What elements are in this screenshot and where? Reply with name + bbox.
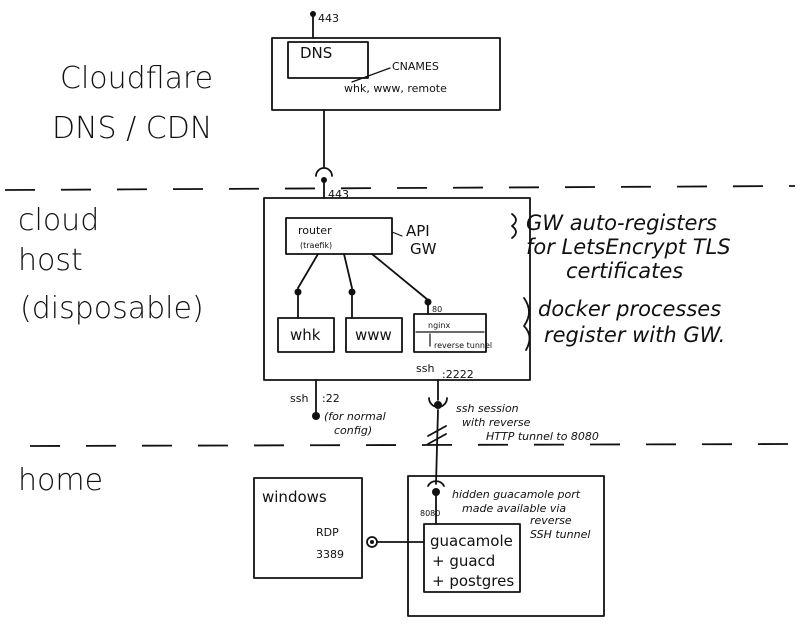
zone-label-cloudflare-sub: DNS / CDN	[52, 111, 212, 146]
cnames-title: CNAMES	[392, 60, 439, 73]
docker-note-brace	[523, 297, 531, 351]
www-port-dot	[348, 288, 356, 296]
ssh-normal-port: :22	[322, 392, 340, 405]
ssh-normal-note-1: (for normal	[324, 410, 386, 423]
nginx-port-dot	[424, 298, 432, 306]
dns-box	[287, 41, 369, 79]
ssh-tunnel-dot	[434, 401, 442, 409]
docker-note-line-2: register with GW.	[544, 323, 725, 347]
cnames-list: whk, www, remote	[344, 82, 447, 95]
whk-port-dot	[294, 288, 302, 296]
guacamole-box	[423, 523, 521, 593]
reverse-note-2: SSH tunnel	[530, 528, 590, 541]
rdp-port-dot	[370, 540, 374, 544]
rdp-port: 3389	[316, 548, 344, 561]
dns-label: DNS	[300, 44, 332, 62]
hidden-port-socket	[427, 480, 445, 487]
ssh-port-number: :2222	[442, 368, 474, 381]
router-to-gw-arrow	[391, 231, 403, 237]
router-to-whk-link	[297, 253, 319, 289]
guacamole-label: guacamole	[430, 532, 513, 550]
gw-note-line-1: GW auto-registers	[526, 211, 717, 235]
port-8080-label: 8080	[420, 509, 440, 518]
cloud-port-socket	[315, 167, 333, 177]
reverse-tunnel-label: reverse tunnel	[434, 341, 492, 350]
router-label: router	[298, 224, 332, 237]
ssh-normal-note-2: config)	[334, 424, 372, 437]
ssh-port-label: ssh	[416, 362, 434, 375]
zone-label-disposable: (disposable)	[20, 291, 204, 326]
zone-divider-cloudflare-cloud	[4, 185, 796, 191]
www-container-label: www	[355, 326, 392, 344]
ssh-normal-dot	[312, 412, 320, 420]
router-to-www-link	[343, 253, 353, 289]
cloudflare-box	[271, 37, 501, 111]
rdp-label: RDP	[316, 526, 339, 539]
router-to-nginx-link	[371, 253, 429, 301]
nginx-container	[413, 313, 487, 353]
hidden-port-note-1: hidden guacamole port	[452, 488, 581, 501]
www-container	[345, 317, 403, 353]
ssh-tunnel-break-1	[427, 425, 447, 437]
zone-label-home: home	[18, 463, 103, 498]
router-box	[285, 217, 393, 255]
cloud-port-dot	[321, 177, 327, 183]
api-gw-label: API	[406, 222, 430, 240]
cloudflare-port-label: 443	[318, 12, 339, 25]
cloud-host-box	[263, 197, 531, 381]
nginx-port-label: 80	[432, 305, 442, 314]
zone-label-host: host	[18, 243, 83, 278]
reverse-note-1: reverse	[530, 514, 572, 527]
cloudflare-port-dot	[310, 11, 316, 17]
ssh-tunnel-break-2	[427, 433, 447, 445]
home-host-box	[407, 475, 605, 617]
guacd-label: + guacd	[432, 552, 495, 570]
gw-note-line-2: for LetsEncrypt TLS	[526, 235, 731, 259]
api-gw-label-2: GW	[410, 240, 437, 258]
windows-title: windows	[262, 488, 327, 506]
zone-label-cloud: cloud	[18, 203, 99, 238]
cloud-port-label: 443	[328, 188, 349, 201]
hidden-port-dot	[432, 488, 440, 496]
gw-note-line-3: certificates	[566, 259, 683, 283]
zone-divider-cloud-home	[29, 443, 796, 447]
windows-box	[253, 477, 363, 579]
whk-container	[277, 317, 335, 353]
ssh-normal-label: ssh	[290, 392, 308, 405]
zone-label-cloudflare: Cloudflare	[60, 61, 213, 96]
router-sublabel: (traefik)	[300, 241, 332, 250]
ssh-session-note-3: HTTP tunnel to 8080	[486, 430, 599, 443]
ssh-session-note-2: with reverse	[462, 416, 531, 429]
hidden-port-note-2: made available via	[462, 502, 566, 515]
ssh-session-note-1: ssh session	[456, 402, 519, 415]
postgres-label: + postgres	[432, 572, 514, 590]
nginx-label: nginx	[428, 321, 450, 330]
cnames-pointer	[351, 67, 391, 83]
whk-container-label: whk	[290, 326, 321, 344]
gw-note-brace	[511, 213, 517, 239]
docker-note-line-1: docker processes	[538, 297, 721, 321]
ssh-tunnel-link	[435, 409, 439, 485]
